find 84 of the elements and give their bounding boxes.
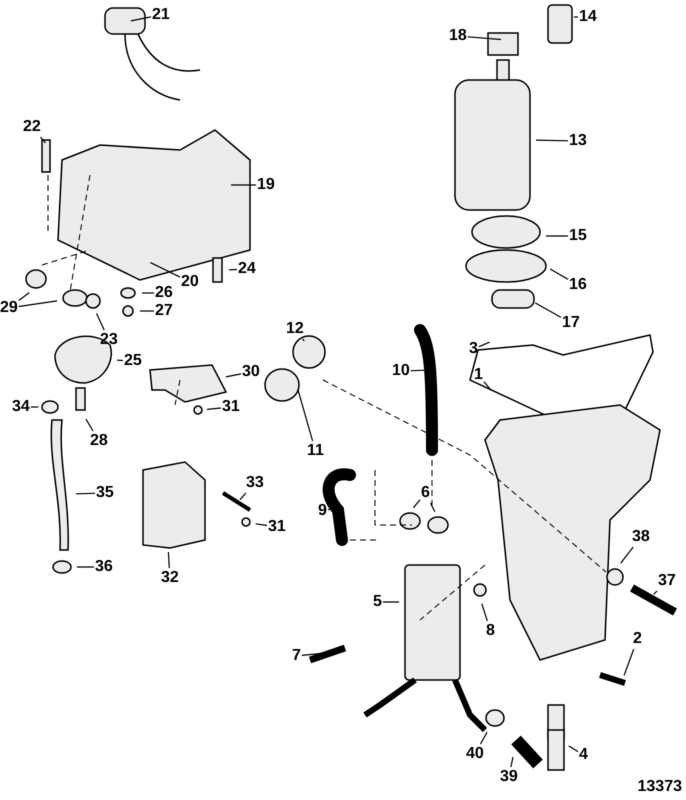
callout-number: 26 bbox=[155, 284, 173, 302]
callout-number: 16 bbox=[569, 276, 587, 294]
leader-line bbox=[620, 546, 634, 564]
callout-number: 39 bbox=[500, 768, 518, 786]
callout-number: 19 bbox=[257, 176, 275, 194]
leader-line bbox=[483, 381, 492, 391]
callout-number: 22 bbox=[23, 118, 41, 136]
callout-number: 4 bbox=[579, 746, 588, 764]
leader-line bbox=[468, 36, 502, 40]
callout-number: 9 bbox=[318, 502, 327, 520]
callout-number: 31 bbox=[268, 518, 286, 536]
callout-number: 24 bbox=[238, 260, 256, 278]
callout-number: 12 bbox=[286, 320, 304, 338]
leader-line bbox=[96, 313, 105, 330]
callout-number: 2 bbox=[633, 630, 642, 648]
leader-line bbox=[228, 268, 238, 270]
leader-line bbox=[410, 370, 426, 372]
leader-line bbox=[76, 492, 96, 494]
callout-number: 8 bbox=[486, 622, 495, 640]
callout-number: 23 bbox=[100, 331, 118, 349]
callout-number: 28 bbox=[90, 432, 108, 450]
callout-number: 15 bbox=[569, 227, 587, 245]
callout-number: 33 bbox=[246, 474, 264, 492]
leader-line bbox=[382, 601, 399, 603]
leader-line bbox=[77, 566, 94, 568]
callout-number: 10 bbox=[392, 362, 410, 380]
callout-number: 40 bbox=[466, 745, 484, 763]
callout-number: 27 bbox=[155, 302, 173, 320]
leader-line bbox=[142, 292, 154, 294]
leader-line bbox=[116, 360, 124, 362]
callout-number: 3 bbox=[469, 340, 478, 358]
callout-number: 20 bbox=[181, 273, 199, 291]
leader-line bbox=[226, 373, 242, 378]
leader-line bbox=[168, 552, 170, 568]
callout-number: 35 bbox=[96, 484, 114, 502]
callout-number: 36 bbox=[95, 558, 113, 576]
leader-line bbox=[478, 342, 490, 348]
callout-number: 18 bbox=[449, 27, 467, 45]
callout-number: 17 bbox=[562, 314, 580, 332]
leader-line bbox=[536, 140, 568, 142]
leader-line bbox=[624, 648, 634, 676]
leader-line bbox=[653, 590, 658, 595]
leader-line bbox=[18, 300, 58, 308]
callout-number: 14 bbox=[579, 8, 597, 26]
leader-line bbox=[568, 745, 578, 752]
leader-line bbox=[85, 418, 94, 432]
leader-line bbox=[328, 508, 333, 510]
callout-number: 25 bbox=[124, 352, 142, 370]
leader-line bbox=[302, 338, 305, 342]
leader-line bbox=[256, 523, 268, 526]
callout-number: 7 bbox=[292, 647, 301, 665]
leader-line bbox=[412, 499, 420, 508]
callout-number: 1 bbox=[474, 366, 483, 384]
leader-line bbox=[546, 235, 568, 237]
callout-number: 32 bbox=[161, 569, 179, 587]
leader-line bbox=[480, 732, 488, 744]
leader-line bbox=[240, 492, 246, 500]
callout-number: 21 bbox=[152, 6, 170, 24]
leader-line bbox=[18, 292, 30, 301]
leader-line bbox=[297, 388, 314, 442]
figure-number: 13373 bbox=[638, 778, 682, 796]
callout-number: 30 bbox=[242, 363, 260, 381]
leader-line bbox=[574, 16, 578, 18]
leader-line bbox=[231, 184, 256, 186]
callout-number: 29 bbox=[0, 299, 18, 317]
leader-line bbox=[140, 310, 154, 312]
callout-number: 37 bbox=[658, 572, 676, 590]
leader-line bbox=[150, 262, 180, 278]
callout-number: 5 bbox=[373, 593, 382, 611]
callout-number: 34 bbox=[12, 398, 30, 416]
callout-number: 31 bbox=[222, 398, 240, 416]
leader-line bbox=[481, 604, 488, 622]
callout-number: 13 bbox=[569, 132, 587, 150]
leader-line bbox=[40, 136, 46, 144]
leader-line bbox=[550, 268, 568, 280]
leader-line bbox=[206, 407, 222, 410]
callout-number: 38 bbox=[632, 528, 650, 546]
leader-line bbox=[130, 16, 152, 22]
leader-line bbox=[534, 302, 562, 318]
leader-line bbox=[510, 756, 514, 768]
leader-line bbox=[430, 502, 436, 512]
leader-line bbox=[30, 406, 38, 408]
callout-number: 6 bbox=[421, 484, 430, 502]
callout-number: 11 bbox=[307, 442, 324, 460]
